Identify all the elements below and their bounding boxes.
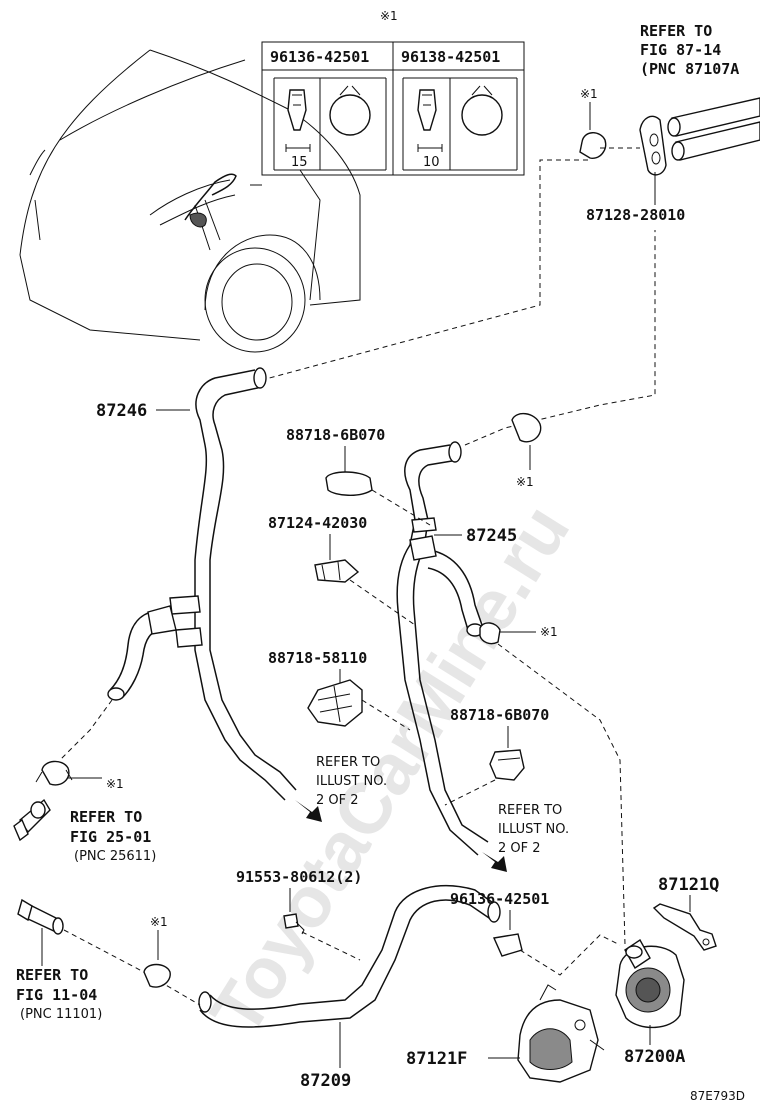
bracket-87121f: 87121F (406, 984, 605, 1083)
ref-top-right-line3: (PNC 87107A (640, 60, 739, 78)
table-col2-part: 96138-42501 (401, 48, 500, 66)
table-col1-size: 15 (291, 155, 308, 170)
ref-top-right-line1: REFER TO (640, 22, 712, 40)
arrow-down-right-icon-2 (482, 852, 507, 872)
top-hose-clamp (579, 132, 607, 159)
illust-a-line1: REFER TO (316, 755, 380, 770)
bracket-87121q: 87121Q (652, 875, 719, 951)
label-87209: 87209 (300, 1071, 351, 1091)
left-mid-assembly: ※1 REFER TO FIG 25-01 (PNC 25611) (13, 699, 156, 864)
clamp-mid-right: ※1 (511, 413, 542, 489)
hose-87245: 87245 (396, 441, 517, 856)
clamp-96136-42501: 96136-42501 (450, 890, 621, 976)
illust-a-line3: 2 OF 2 (316, 793, 359, 808)
ref-left-bottom-line2: FIG 11-04 (16, 986, 97, 1004)
label-87245: 87245 (466, 526, 517, 546)
watermark: ToyotaCarMine.ru (196, 492, 585, 1049)
ref-left-bottom-line1: REFER TO (16, 966, 88, 984)
illust-ref-b: REFER TO ILLUST NO. 2 OF 2 (482, 803, 569, 872)
part-88718-6b070-top: 88718-6B070 (286, 426, 431, 526)
table-col1-part: 96136-42501 (270, 48, 369, 66)
label-88718-6b070-mid: 88718-6B070 (450, 706, 549, 724)
clamp-left-mark: ※1 (106, 777, 124, 791)
illust-b-line3: 2 OF 2 (498, 841, 541, 856)
left-bottom-assembly: REFER TO FIG 11-04 (PNC 11101) ※1 (16, 898, 201, 1022)
arrow-down-right-icon (295, 800, 322, 822)
ref-left-mid-line2: FIG 25-01 (70, 828, 151, 846)
top-right-assembly: REFER TO FIG 87-14 (PNC 87107A 87128-280… (261, 22, 760, 381)
label-96136-42501: 96136-42501 (450, 890, 549, 908)
clamp-right-mark: ※1 (540, 625, 558, 639)
label-87128-28010: 87128-28010 (586, 206, 685, 224)
part-88718-58110: 88718-58110 (268, 649, 411, 731)
label-87246: 87246 (96, 401, 147, 421)
clamp-bottom-mark: ※1 (150, 915, 168, 929)
clamp-side-icon-2 (417, 89, 437, 131)
label-88718-6b070-top: 88718-6B070 (286, 426, 385, 444)
clamp-right: ※1 (479, 622, 626, 946)
clamp-ring-icon-2 (461, 94, 503, 136)
hose-87246: 87246 (96, 367, 297, 801)
table-note-mark: ※1 (380, 9, 398, 23)
label-87121q: 87121Q (658, 875, 719, 895)
label-87124-42030: 87124-42030 (268, 514, 367, 532)
illust-ref-a: REFER TO ILLUST NO. 2 OF 2 (295, 755, 387, 822)
top-clamp-mark: ※1 (580, 87, 598, 101)
illust-b-line1: REFER TO (498, 803, 562, 818)
clamp-side-icon (287, 89, 307, 131)
label-87200a: 87200A (624, 1047, 685, 1067)
figure-code: 87E793D (690, 1089, 745, 1103)
pump-87200a: 87200A (615, 938, 685, 1067)
clamp-mid-mark: ※1 (516, 475, 534, 489)
label-87121f: 87121F (406, 1049, 467, 1069)
ref-left-mid-line3: (PNC 25611) (74, 849, 156, 864)
label-91553-80612: 91553-80612(2) (236, 868, 362, 886)
ref-top-right-line2: FIG 87-14 (640, 41, 721, 59)
part-88718-6b070-mid: 88718-6B070 (444, 706, 549, 806)
clamp-ring-icon (329, 94, 371, 136)
clamp-table: ※1 96136-42501 96138-42501 15 10 (261, 9, 525, 176)
illust-a-line2: ILLUST NO. (316, 774, 387, 789)
ref-left-bottom-line3: (PNC 11101) (20, 1007, 102, 1022)
part-87124-42030: 87124-42030 (268, 514, 416, 626)
vehicle-outline (19, 49, 361, 353)
ref-left-mid-line1: REFER TO (70, 808, 142, 826)
illust-b-line2: ILLUST NO. (498, 822, 569, 837)
table-col2-size: 10 (423, 155, 440, 170)
hose-87209: 87209 (198, 885, 501, 1091)
bolt-91553: 91553-80612(2) (236, 868, 362, 961)
label-88718-58110: 88718-58110 (268, 649, 367, 667)
